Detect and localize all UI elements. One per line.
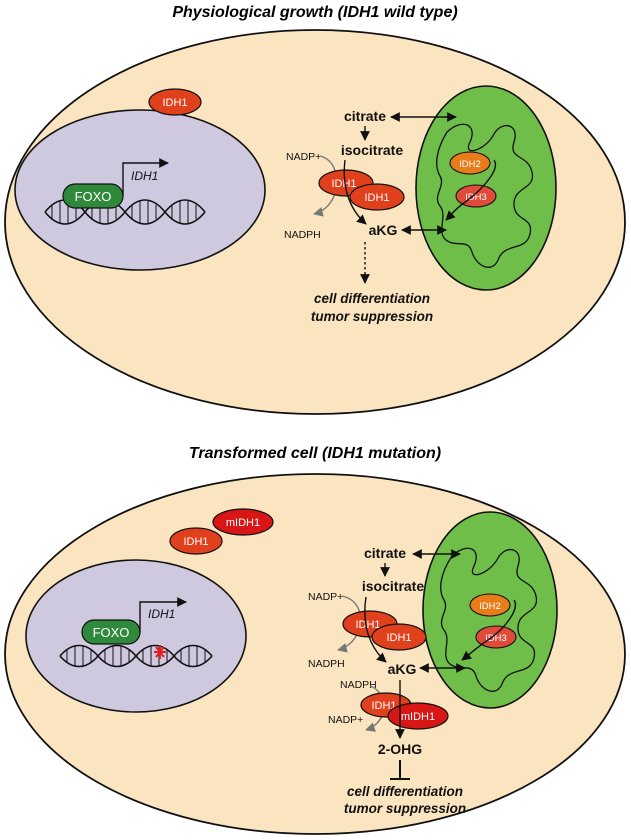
idh3-label-transformed: IDH3	[485, 633, 507, 644]
cytosolic-idh1-transformed	[169, 527, 223, 555]
top-panel: Physiological growth (IDH1 wild type) FO…	[4, 4, 626, 415]
top-panel-title: Physiological growth (IDH1 wild type)	[172, 4, 457, 21]
outcome-line-2-transformed: tumor suppression	[344, 801, 466, 816]
bottom-panel-title: Transformed cell (IDH1 mutation)	[189, 445, 441, 462]
idh2-enzyme-transformed	[469, 593, 511, 617]
outcome-line-1: cell differentiation	[314, 291, 430, 306]
isocitrate-to-akg-arrow-transformed	[364, 596, 387, 663]
akg-label: aKG	[369, 222, 398, 238]
cytosolic-idh1-transformed-label: IDH1	[183, 536, 208, 548]
nadph-label: NADPH	[284, 229, 321, 241]
cytosolic-idh1	[148, 88, 202, 116]
nadph-label-2: NADPH	[340, 679, 377, 691]
cytosolic-idh1-label: IDH1	[162, 97, 187, 109]
gene-label-transformed: IDH1	[148, 607, 175, 621]
gene-label: IDH1	[131, 169, 158, 183]
isocitrate-label-transformed: isocitrate	[362, 578, 424, 594]
idh1-dimer-back-label: IDH1	[331, 178, 356, 190]
foxo-label: FOXO	[75, 189, 112, 204]
idh1-dimer-front-label: IDH1	[364, 192, 389, 204]
dna-helix-mutated	[59, 644, 213, 668]
idh2-label-transformed: IDH2	[479, 601, 501, 612]
nadp-plus-label: NADP+	[286, 151, 321, 163]
mito-cycle-arrow	[445, 159, 497, 221]
nadp-plus-label-2: NADP+	[328, 714, 363, 726]
idh1-dimer1-back-label: IDH1	[355, 619, 380, 631]
transcription-start-arrow-transformed	[139, 597, 187, 632]
mutation-mark-icon	[154, 645, 166, 659]
nadp-plus-label-1: NADP+	[308, 591, 343, 603]
nucleus	[14, 109, 266, 271]
two-ohg-label: 2-OHG	[378, 741, 422, 757]
midh1-dimer2-mut	[387, 702, 449, 730]
transcription-start-arrow	[122, 158, 169, 196]
outcome-line-2: tumor suppression	[311, 309, 433, 324]
outcome-line-1-transformed: cell differentiation	[347, 784, 463, 799]
akg-label-transformed: aKG	[388, 661, 417, 677]
idh1-dimer1-front-label: IDH1	[386, 632, 411, 644]
idh3-enzyme-transformed	[475, 625, 517, 649]
mito-cycle-arrow-transformed	[461, 599, 517, 661]
idh1-dimer2-wt-label: IDH1	[371, 700, 396, 712]
citrate-label: citrate	[344, 108, 386, 124]
nadph-label-1: NADPH	[308, 658, 345, 670]
inhibition-bar-icon	[390, 760, 410, 780]
citrate-label-transformed: citrate	[364, 545, 406, 561]
midh1-dimer2-mut-label: mIDH1	[401, 711, 435, 723]
bottom-panel: Transformed cell (IDH1 mutation) FOXO ID…	[4, 445, 626, 835]
isocitrate-to-akg-arrow	[343, 159, 367, 225]
idh3-label: IDH3	[465, 192, 487, 203]
nadp-reduction-arrow	[313, 155, 338, 217]
cytosolic-midh1-label: mIDH1	[226, 517, 260, 529]
foxo-label-transformed: FOXO	[93, 625, 130, 640]
idh1-dimer-front	[349, 183, 405, 211]
idh2-enzyme	[449, 151, 491, 175]
cytosolic-midh1	[212, 508, 274, 536]
isocitrate-label: isocitrate	[341, 142, 403, 158]
idh1-dimer1-front	[371, 623, 427, 651]
idh2-label: IDH2	[459, 159, 481, 170]
